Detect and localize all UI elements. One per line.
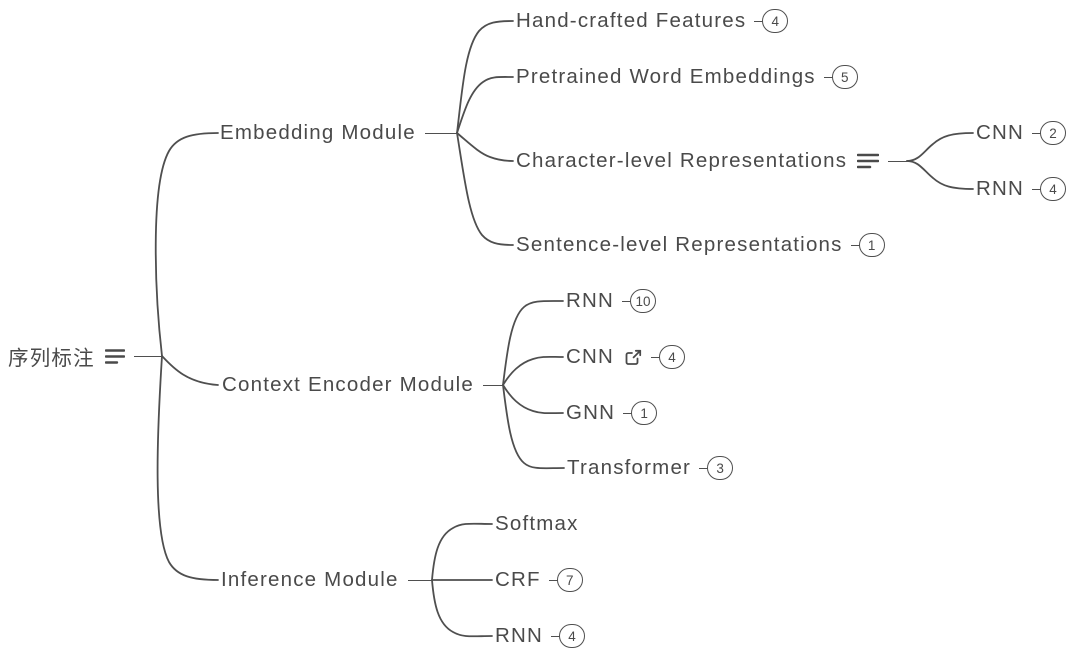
node-label: RNN bbox=[495, 624, 544, 647]
connector bbox=[906, 160, 974, 190]
branch-stub bbox=[424, 132, 457, 134]
count-badge[interactable]: 4 bbox=[559, 624, 586, 648]
connector bbox=[154, 132, 219, 357]
node-context-encoder-module[interactable]: Context Encoder Module bbox=[222, 373, 503, 397]
connector bbox=[456, 76, 514, 134]
node-rnn-inference[interactable]: RNN 4 bbox=[495, 624, 586, 648]
connector bbox=[906, 132, 974, 162]
notes-icon[interactable] bbox=[104, 348, 125, 365]
count-badge[interactable]: 10 bbox=[630, 289, 657, 313]
node-label: Embedding Module bbox=[220, 121, 416, 144]
connector bbox=[502, 355, 564, 386]
node-rnn-context[interactable]: RNN 10 bbox=[566, 289, 657, 313]
node-label: Character-level Representations bbox=[516, 149, 848, 172]
badge-stub bbox=[823, 76, 833, 78]
badge-stub bbox=[1032, 132, 1042, 134]
node-hand-crafted-features[interactable]: Hand-crafted Features 4 bbox=[516, 9, 789, 33]
node-character-level-representations[interactable]: Character-level Representations bbox=[516, 149, 907, 173]
node-sentence-level-representations[interactable]: Sentence-level Representations 1 bbox=[516, 233, 885, 257]
connector bbox=[431, 579, 493, 638]
node-softmax[interactable]: Softmax bbox=[495, 512, 579, 536]
connector bbox=[456, 132, 514, 246]
node-cnn-context[interactable]: CNN 4 bbox=[566, 345, 686, 369]
external-link-icon[interactable] bbox=[624, 348, 643, 367]
node-label: Hand-crafted Features bbox=[516, 9, 747, 32]
connector bbox=[456, 20, 514, 134]
node-rnn-char[interactable]: RNN 4 bbox=[976, 177, 1067, 201]
node-label: CRF bbox=[495, 568, 541, 591]
badge-stub bbox=[548, 579, 558, 581]
count-badge[interactable]: 1 bbox=[631, 401, 658, 425]
node-inference-module[interactable]: Inference Module bbox=[221, 568, 432, 592]
node-cnn-char[interactable]: CNN 2 bbox=[976, 121, 1067, 145]
node-label: CNN bbox=[566, 345, 615, 368]
node-pretrained-word-embeddings[interactable]: Pretrained Word Embeddings 5 bbox=[516, 65, 858, 89]
node-crf[interactable]: CRF 7 bbox=[495, 568, 583, 592]
count-badge[interactable]: 4 bbox=[762, 9, 789, 33]
badge-stub bbox=[623, 412, 633, 414]
notes-icon[interactable] bbox=[857, 152, 880, 170]
connector bbox=[502, 300, 564, 386]
branch-stub bbox=[483, 384, 503, 386]
badge-stub bbox=[551, 635, 561, 637]
node-gnn[interactable]: GNN 1 bbox=[566, 401, 658, 425]
connector bbox=[156, 355, 219, 581]
node-label: Context Encoder Module bbox=[222, 373, 475, 396]
branch-stub bbox=[888, 160, 907, 162]
count-badge[interactable]: 5 bbox=[831, 65, 858, 89]
node-label: Inference Module bbox=[221, 568, 399, 591]
connector bbox=[502, 384, 565, 470]
node-embedding-module[interactable]: Embedding Module bbox=[220, 121, 457, 145]
node-label: Sentence-level Representations bbox=[516, 233, 843, 256]
badge-stub bbox=[699, 467, 709, 469]
node-sequence-labeling[interactable]: 序列标注 bbox=[8, 341, 162, 371]
connector bbox=[431, 522, 493, 581]
node-label: RNN bbox=[976, 177, 1025, 200]
connector bbox=[502, 384, 564, 415]
connector bbox=[161, 355, 219, 386]
count-badge[interactable]: 7 bbox=[556, 568, 583, 592]
node-label: Pretrained Word Embeddings bbox=[516, 65, 816, 88]
count-badge[interactable]: 1 bbox=[858, 233, 885, 257]
count-badge[interactable]: 4 bbox=[1040, 177, 1067, 201]
count-badge[interactable]: 4 bbox=[659, 345, 686, 369]
node-transformer[interactable]: Transformer 3 bbox=[567, 456, 734, 480]
badge-stub bbox=[1032, 188, 1042, 190]
badge-stub bbox=[622, 300, 632, 302]
node-label: GNN bbox=[566, 401, 616, 424]
branch-stub bbox=[407, 579, 432, 581]
node-label: 序列标注 bbox=[8, 347, 95, 370]
badge-stub bbox=[651, 356, 661, 358]
badge-stub bbox=[850, 244, 860, 246]
node-label: Softmax bbox=[495, 512, 579, 535]
node-label: RNN bbox=[566, 289, 615, 312]
count-badge[interactable]: 3 bbox=[707, 456, 734, 480]
count-badge[interactable]: 2 bbox=[1040, 121, 1067, 145]
connector bbox=[456, 132, 514, 162]
node-label: Transformer bbox=[567, 456, 692, 479]
node-label: CNN bbox=[976, 121, 1025, 144]
badge-stub bbox=[754, 20, 764, 22]
branch-stub bbox=[133, 355, 162, 357]
